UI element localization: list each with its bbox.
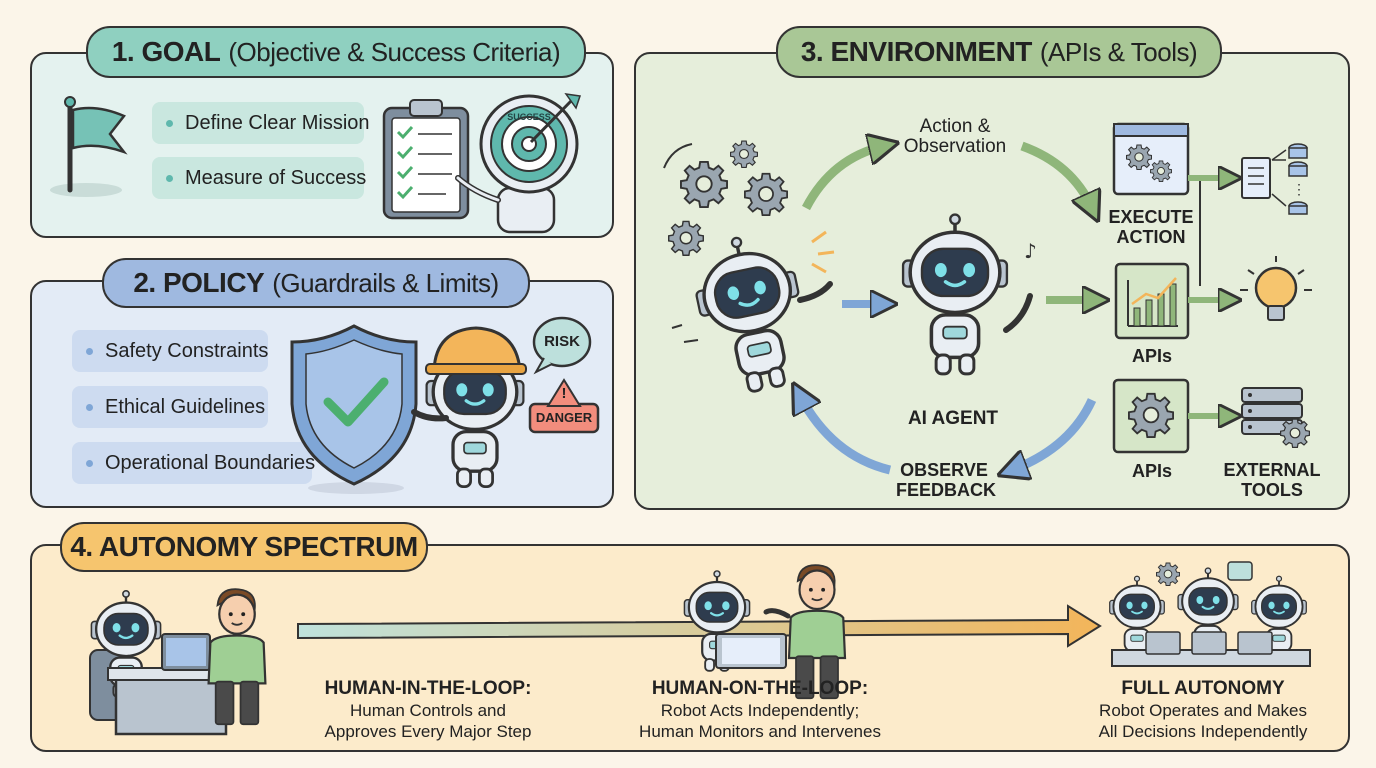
level-desc-line2: Human Monitors and Intervenes [639, 722, 881, 741]
policy-item-ethical: Ethical Guidelines [72, 386, 268, 428]
ai-agent-label: AI AGENT [907, 408, 999, 429]
apis-label-2: APIs [1131, 461, 1173, 481]
success-badge-text: SUCCESS [507, 112, 551, 122]
goal-item-success: Measure of Success [152, 157, 367, 199]
execute-action-label: EXECUTE ACTION [1108, 207, 1194, 247]
goal-subtitle: (Objective & Success Criteria) [228, 36, 561, 67]
risk-label: RISK [544, 333, 580, 350]
autonomy-title: 4. AUTONOMY SPECTRUM [70, 531, 418, 562]
policy-item-label: Operational Boundaries [105, 451, 316, 474]
policy-subtitle: (Guardrails & Limits) [272, 267, 499, 298]
svg-text:♪: ♪ [1024, 239, 1037, 263]
policy-item-safety: Safety Constraints [72, 330, 268, 372]
level-desc-line2: All Decisions Independently [1098, 722, 1308, 741]
level-title: HUMAN-IN-THE-LOOP: [324, 678, 532, 699]
level-full-autonomy: FULL AUTONOMY Robot Operates and Makes A… [1078, 678, 1328, 742]
level-human-on-the-loop: HUMAN-ON-THE-LOOP: Robot Acts Independen… [618, 678, 902, 742]
environment-title: 3. ENVIRONMENT [800, 36, 1033, 67]
level-desc-line2: Approves Every Major Step [324, 722, 532, 741]
goal-title-pill: 1. GOAL (Objective & Success Criteria) [86, 26, 586, 78]
goal-item-mission: Define Clear Mission [152, 102, 370, 144]
action-observation-label: Action & Observation [903, 116, 1007, 157]
level-human-in-the-loop: HUMAN-IN-THE-LOOP: Human Controls and Ap… [300, 678, 556, 742]
level-desc-line1: Robot Acts Independently; [660, 701, 860, 720]
policy-title: 2. POLICY [133, 267, 265, 298]
level-title: HUMAN-ON-THE-LOOP: [651, 678, 869, 699]
apis-label-1: APIs [1131, 346, 1173, 366]
bullet-icon [166, 119, 173, 127]
level-desc-line1: Human Controls and [350, 701, 506, 720]
danger-label: DANGER [535, 410, 593, 425]
policy-title-pill: 2. POLICY (Guardrails & Limits) [102, 258, 530, 308]
external-tools-label: EXTERNAL TOOLS [1223, 460, 1321, 500]
bullet-icon [86, 403, 93, 411]
goal-item-label: Measure of Success [185, 166, 367, 189]
policy-item-label: Safety Constraints [105, 339, 269, 362]
observe-feedback-label: OBSERVE FEEDBACK [896, 460, 997, 500]
bullet-icon [86, 459, 93, 467]
autonomy-title-pill: 4. AUTONOMY SPECTRUM [60, 522, 428, 572]
level-title: FULL AUTONOMY [1121, 678, 1285, 699]
environment-subtitle: (APIs & Tools) [1039, 36, 1198, 67]
bullet-icon [166, 174, 173, 182]
environment-title-pill: 3. ENVIRONMENT (APIs & Tools) [776, 26, 1222, 78]
svg-text:⋮: ⋮ [1292, 181, 1306, 197]
bullet-icon [86, 347, 93, 355]
danger-mark: ! [561, 385, 567, 402]
goal-item-label: Define Clear Mission [185, 111, 370, 134]
goal-title: 1. GOAL [111, 36, 221, 67]
level-desc-line1: Robot Operates and Makes [1099, 701, 1307, 720]
policy-item-label: Ethical Guidelines [105, 395, 266, 418]
policy-item-operational: Operational Boundaries [72, 442, 316, 484]
